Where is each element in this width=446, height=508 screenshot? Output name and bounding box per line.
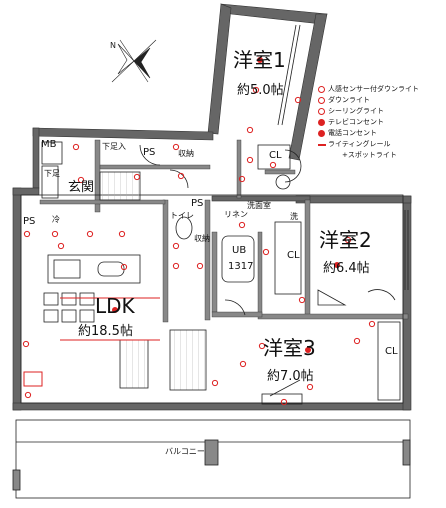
floor-pattern: [119, 329, 207, 391]
western1-name: 洋室1: [233, 48, 286, 72]
ceiling-light-icon: [318, 108, 325, 115]
washroom-label: 洗面室: [247, 201, 271, 210]
downlight-icon: [318, 97, 325, 104]
bath-name: UB: [232, 245, 247, 256]
legend-text: シーリングライト: [328, 107, 384, 115]
bath-size: 1317: [228, 261, 254, 272]
ps-label-2: PS: [191, 198, 204, 209]
tv-outlet-icon: [318, 119, 325, 126]
interior-walls: [39, 139, 409, 323]
legend-text: 電話コンセント: [328, 129, 377, 137]
legend-text: 人感センサー付ダウンライト: [328, 85, 419, 93]
fixture-legend: 人感センサー付ダウンライト ダウンライト シーリングライト テレビコンセント 電…: [318, 84, 419, 161]
exterior-walls: [12, 3, 412, 411]
entrance-label: 玄関: [68, 180, 95, 195]
storage-label-1: 収納: [178, 149, 194, 158]
spotlight-icon legend-text: +スポットライト: [342, 151, 397, 159]
western2-size: 約6.4帖: [323, 261, 370, 276]
western3-name: 洋室3: [263, 336, 316, 360]
svg-text:N: N: [110, 41, 116, 50]
legend-row: 電話コンセント: [318, 128, 419, 139]
legend-text: ライティングレール: [328, 140, 391, 148]
compass-icon: N: [110, 39, 157, 83]
lighting-rail: [60, 297, 160, 341]
motion-sensor-light-icon: [318, 86, 325, 93]
balcony-label: バルコニー: [165, 447, 205, 456]
legend-text: ダウンライト: [328, 96, 370, 104]
ps-label-1: PS: [143, 147, 156, 158]
ceiling-lights: [112, 57, 340, 353]
western2-name: 洋室2: [319, 228, 372, 252]
western3-size: 約7.0帖: [267, 369, 314, 384]
closet-label-1: CL: [269, 150, 282, 161]
light-fixtures: [22, 86, 376, 406]
shoe-storage-short-label: 下足: [44, 169, 60, 178]
ldk-size: 約18.5帖: [78, 324, 133, 339]
fridge-label: 冷: [52, 215, 60, 224]
legend-row: +スポットライト: [318, 150, 419, 161]
washer-label: 洗: [290, 212, 298, 221]
linen-label: リネン: [224, 210, 248, 219]
ps-label-3: PS: [23, 216, 36, 227]
closet-label-2: CL: [287, 250, 300, 261]
ldk-name: LDK: [95, 294, 135, 318]
thin-lines: [12, 24, 411, 499]
legend-row: テレビコンセント: [318, 117, 419, 128]
mb-label: MB: [41, 139, 57, 150]
western1-size: 約5.0帖: [237, 83, 284, 98]
legend-row: シーリングライト: [318, 106, 419, 117]
toilet-label: トイレ: [170, 211, 194, 220]
closet-label-3: CL: [385, 346, 398, 357]
storage-label-2: 収納: [194, 234, 210, 243]
shoe-storage-label: 下足入: [102, 142, 126, 151]
lighting-rail-icon: [318, 144, 326, 146]
legend-text: テレビコンセント: [328, 118, 384, 126]
legend-row: ダウンライト: [318, 95, 419, 106]
phone-outlet-icon: [318, 130, 325, 137]
tv-outlet-icon: [23, 371, 43, 387]
legend-row: ライティングレール: [318, 139, 419, 150]
legend-row: 人感センサー付ダウンライト: [318, 84, 419, 95]
